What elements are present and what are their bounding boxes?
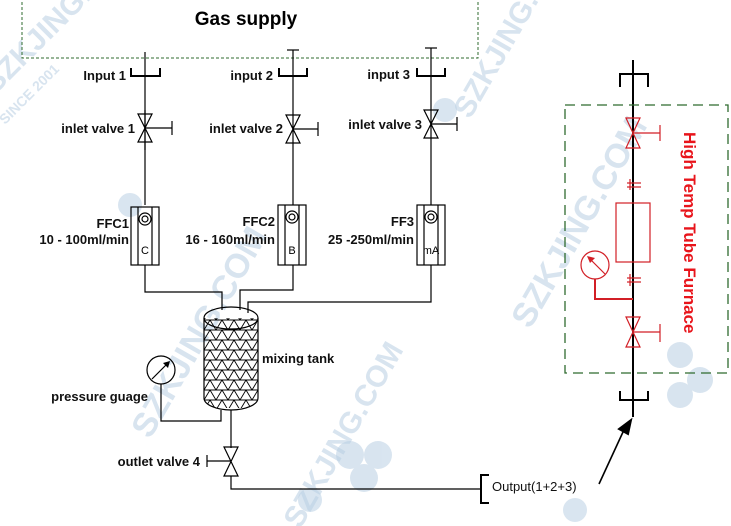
furnace-box xyxy=(564,104,729,374)
furnace-outlet-valve-icon[interactable] xyxy=(625,316,661,348)
flow-meter-2-icon[interactable] xyxy=(277,204,307,266)
arrow-icon xyxy=(598,417,633,485)
tube-furnace-icon[interactable] xyxy=(615,202,651,263)
flange-icon xyxy=(627,179,641,190)
gas-line-1: C xyxy=(130,52,223,310)
furnace-line xyxy=(619,60,649,417)
top-fitting-icon xyxy=(619,73,649,87)
flow-meter-2-name: FFC2 xyxy=(243,214,276,229)
inlet-valve-2-icon[interactable] xyxy=(285,114,319,144)
watermark-text: SZKJING.COM xyxy=(447,0,580,124)
flow-meter-3-range: 25 -250ml/min xyxy=(328,232,414,247)
input-2-label: input 2 xyxy=(230,68,273,83)
furnace-inlet-valve-icon[interactable] xyxy=(625,117,661,149)
input-fitting-icon xyxy=(278,68,308,77)
mixing-tank-label: mixing tank xyxy=(262,351,335,366)
flow-meter-1-glyph: C xyxy=(141,245,149,257)
gas-line-3: mA xyxy=(247,47,458,313)
pressure-gauge-label: pressure guage xyxy=(51,389,148,404)
flow-meter-2-glyph: B xyxy=(288,245,295,257)
outlet-valve-4-label: outlet valve 4 xyxy=(118,454,201,469)
flow-meter-1-range: 10 - 100ml/min xyxy=(39,232,129,247)
inlet-valve-1-icon[interactable] xyxy=(137,113,173,143)
input-3-label: input 3 xyxy=(367,67,410,82)
flow-meter-2-range: 16 - 160ml/min xyxy=(185,232,275,247)
inlet-valve-3-icon[interactable] xyxy=(423,109,458,139)
furnace-pressure-gauge-icon[interactable] xyxy=(580,250,633,300)
inlet-valve-1-label: inlet valve 1 xyxy=(61,121,135,136)
output-fitting-icon xyxy=(480,474,489,504)
gas-supply-box xyxy=(21,0,479,59)
flange-icon xyxy=(627,274,641,286)
flow-meter-1-name: FFC1 xyxy=(97,216,130,231)
furnace-label: High Temp Tube Furnace xyxy=(680,132,699,334)
flow-meter-3-glyph: mA xyxy=(423,245,440,257)
mixing-tank-icon[interactable] xyxy=(203,306,259,411)
input-1-label: Input 1 xyxy=(83,68,126,83)
input-fitting-icon xyxy=(130,68,161,77)
inlet-valve-2-label: inlet valve 2 xyxy=(209,121,283,136)
inlet-valve-3-label: inlet valve 3 xyxy=(348,117,422,132)
flow-meter-1-icon[interactable] xyxy=(130,206,160,266)
input-fitting-icon xyxy=(416,68,446,77)
pressure-gauge-icon[interactable] xyxy=(146,355,222,422)
flow-meter-3-name: FF3 xyxy=(391,214,414,229)
bottom-fitting-icon xyxy=(619,391,649,401)
outlet-valve-4-icon[interactable] xyxy=(206,446,239,477)
gas-line-2: B xyxy=(239,49,319,310)
output-label: Output(1+2+3) xyxy=(492,479,577,494)
outlet-line xyxy=(206,410,489,504)
mti-logo-icon xyxy=(336,441,392,492)
gas-supply-title: Gas supply xyxy=(195,9,298,30)
